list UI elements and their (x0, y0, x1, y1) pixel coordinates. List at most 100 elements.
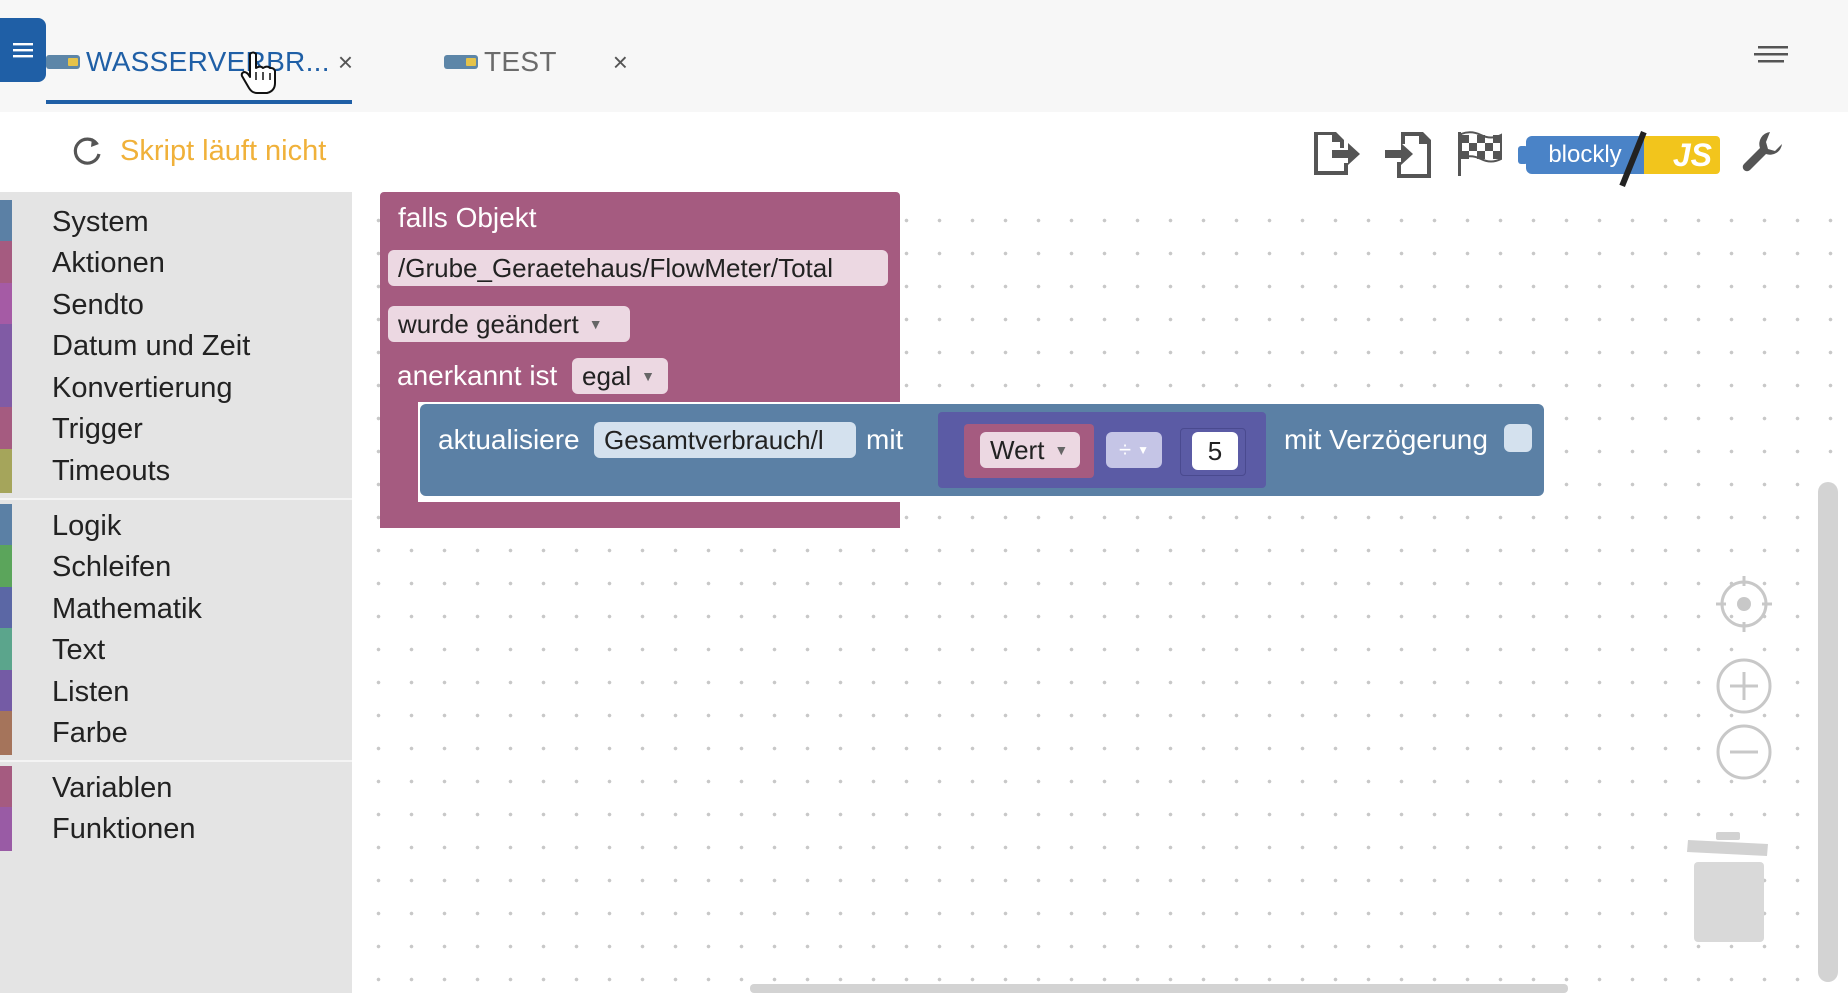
category-color-bar (0, 407, 12, 451)
category-color-bar (0, 711, 12, 755)
category-label: Logik (52, 509, 122, 542)
vertical-scrollbar[interactable] (1818, 482, 1838, 982)
ack-dropdown[interactable]: egal ▼ (572, 358, 668, 394)
category-label: Trigger (52, 412, 143, 445)
overflow-menu-icon[interactable] (1754, 44, 1788, 66)
category-label: Funktionen (52, 812, 196, 845)
trash-icon[interactable] (1686, 832, 1772, 944)
script-status[interactable]: Skript läuft nicht (70, 134, 326, 168)
with-label: mit (866, 424, 904, 455)
tab-bar: WASSERVERBR... × TEST × (0, 0, 1848, 113)
update-target-field[interactable]: Gesamtverbrauch/l (594, 422, 856, 458)
category-color-bar (0, 241, 12, 285)
tab-close-button[interactable]: × (612, 46, 628, 77)
status-text: Skript läuft nicht (120, 134, 327, 167)
category-label: Farbe (52, 716, 128, 749)
category-color-bar (0, 283, 12, 327)
category-label: Text (52, 633, 106, 666)
category-separator (0, 760, 352, 762)
category-datum-und-zeit[interactable]: Datum und Zeit (0, 324, 352, 368)
hamburger-icon (13, 43, 33, 58)
category-label: Variablen (52, 771, 173, 804)
refresh-icon (73, 137, 101, 165)
block-title: falls Objekt (398, 202, 537, 233)
dropdown-arrow-icon: ▼ (588, 316, 603, 332)
category-color-bar (0, 504, 12, 548)
object-id-field[interactable]: /Grube_Geraetehaus/FlowMeter/Total (388, 250, 888, 286)
category-konvertierung[interactable]: Konvertierung (0, 366, 352, 410)
blockly-js-toggle[interactable]: blockly JS (1518, 130, 1720, 188)
block-footer (380, 508, 900, 528)
delay-checkbox[interactable] (1504, 424, 1532, 452)
delay-label: mit Verzögerung (1284, 424, 1488, 455)
category-trigger[interactable]: Trigger (0, 407, 352, 451)
category-label: Listen (52, 675, 130, 708)
category-label: Mathematik (52, 592, 202, 625)
script-icon (46, 55, 80, 69)
category-color-bar (0, 449, 12, 493)
js-label: JS (1644, 136, 1720, 174)
category-color-bar (0, 587, 12, 631)
category-label: Datum und Zeit (52, 329, 251, 362)
tab-test[interactable]: TEST × (444, 26, 664, 98)
category-label: Aktionen (52, 246, 165, 279)
dropdown-value: Wert (990, 434, 1045, 465)
dropdown-arrow-icon: ▼ (1054, 442, 1069, 458)
condition-dropdown[interactable]: wurde geändert ▼ (388, 306, 630, 342)
zoom-out-icon[interactable] (1714, 722, 1774, 782)
category-timeouts[interactable]: Timeouts (0, 449, 352, 493)
block-category-toolbox: System Aktionen Sendto Datum und Zeit Ko… (0, 192, 352, 993)
category-schleifen[interactable]: Schleifen (0, 545, 352, 589)
category-color-bar (0, 670, 12, 714)
category-logik[interactable]: Logik (0, 504, 352, 548)
dropdown-arrow-icon: ▼ (1137, 443, 1149, 457)
checkered-flag-icon[interactable] (1454, 128, 1506, 178)
category-label: System (52, 205, 149, 238)
dropdown-value: ÷ (1119, 437, 1132, 462)
hamburger-menu-button[interactable] (0, 18, 46, 82)
update-label: aktualisiere (438, 424, 580, 455)
category-color-bar (0, 807, 12, 851)
toggle-nub (1518, 146, 1528, 164)
script-toolbar: Skript läuft nicht blockly JS (0, 112, 1848, 193)
category-color-bar (0, 628, 12, 672)
tab-label: WASSERVERBR... (86, 46, 330, 77)
dropdown-value: wurde geändert (398, 308, 579, 339)
tab-close-button[interactable]: × (337, 46, 354, 77)
category-funktionen[interactable]: Funktionen (0, 807, 352, 851)
dropdown-value: egal (582, 360, 632, 391)
wrench-icon[interactable] (1740, 128, 1792, 178)
horizontal-scrollbar[interactable] (750, 984, 1568, 993)
category-listen[interactable]: Listen (0, 670, 352, 714)
script-icon (444, 55, 478, 69)
crosshair-icon[interactable] (1714, 574, 1774, 634)
category-mathematik[interactable]: Mathematik (0, 587, 352, 631)
category-system[interactable]: System (0, 200, 352, 244)
export-icon[interactable] (1310, 128, 1362, 178)
category-sendto[interactable]: Sendto (0, 283, 352, 327)
category-color-bar (0, 324, 12, 368)
tab-wasserverbrauch[interactable]: WASSERVERBR... × (46, 24, 354, 104)
operator-dropdown[interactable]: ÷ ▼ (1106, 432, 1162, 468)
category-aktionen[interactable]: Aktionen (0, 241, 352, 285)
category-color-bar (0, 200, 12, 244)
number-field[interactable]: 5 (1192, 432, 1238, 470)
category-text[interactable]: Text (0, 628, 352, 672)
category-label: Sendto (52, 288, 144, 321)
dropdown-arrow-icon: ▼ (641, 368, 656, 384)
category-variablen[interactable]: Variablen (0, 766, 352, 810)
category-label: Timeouts (52, 454, 171, 487)
category-farbe[interactable]: Farbe (0, 711, 352, 755)
import-icon[interactable] (1383, 128, 1435, 178)
variable-dropdown[interactable]: Wert ▼ (980, 432, 1080, 468)
category-color-bar (0, 766, 12, 810)
category-label: Schleifen (52, 550, 172, 583)
category-separator (0, 498, 352, 500)
category-color-bar (0, 545, 12, 589)
zoom-in-icon[interactable] (1714, 656, 1774, 716)
ack-label: anerkannt ist (397, 360, 558, 391)
category-label: Konvertierung (52, 371, 233, 404)
tab-label: TEST (484, 46, 557, 77)
category-color-bar (0, 366, 12, 410)
hand-cursor-icon (240, 51, 276, 94)
